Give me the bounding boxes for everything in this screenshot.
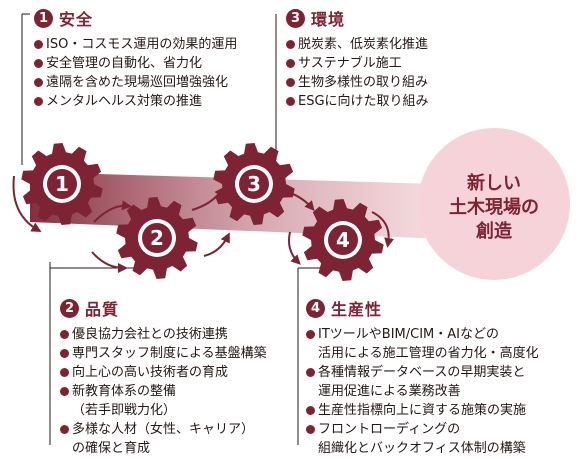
bullet-dot <box>34 78 43 87</box>
goal-line: 新しい <box>467 173 521 194</box>
bullet-dot <box>306 406 315 415</box>
rotation-arrow <box>275 187 315 212</box>
gear-3: 3 <box>213 143 295 225</box>
gear-1: 1 <box>21 143 103 225</box>
rotation-arrow <box>288 231 301 265</box>
section-header: 4 生産性 <box>306 296 539 320</box>
bullet-dot <box>34 97 43 106</box>
bullet-dot <box>306 330 315 339</box>
section-header: 3 環境 <box>286 6 429 30</box>
section-quality: 2 品質 優良協力会社との技術連携 専門スタッフ制度による基盤構築 向上心の高い… <box>60 296 267 458</box>
bullet-dot <box>34 59 43 68</box>
bullet-dot <box>286 59 295 68</box>
section-title: 環境 <box>311 10 346 29</box>
section-item: 脱炭素、低炭素化推進 <box>286 35 429 54</box>
gear-number-circle <box>47 169 77 199</box>
goal-circle <box>418 128 570 280</box>
bullet-dot <box>60 368 69 377</box>
gear-number-circle <box>142 223 172 253</box>
section-item: ISO・コスモス運用の効果的運用 <box>34 35 237 54</box>
section-item: 多様な人材（女性、キャリア）の確保と育成 <box>60 420 267 458</box>
section-environment: 3 環境 脱炭素、低炭素化推進 サステナブル施工 生物多様性の取り組み ESGに… <box>286 6 429 111</box>
section-item-list: 優良協力会社との技術連携 専門スタッフ制度による基盤構築 向上心の高い技術者の育… <box>60 325 267 458</box>
gear-4: 4 <box>302 199 384 281</box>
goal-line: 創造 <box>476 221 512 242</box>
section-item: ESGに向けた取り組み <box>286 92 429 111</box>
section-item: フロントローディングの組織化とバックオフィス体制の構築 <box>306 420 539 458</box>
section-item: 生物多様性の取り組み <box>286 73 429 92</box>
section-number-badge: 4 <box>306 298 325 318</box>
rotation-arrow <box>93 200 132 223</box>
bullet-dot <box>286 40 295 49</box>
bullet-dot <box>34 40 43 49</box>
section-safety: 1 安全 ISO・コスモス運用の効果的運用 安全管理の自動化、省力化 遠隔を含め… <box>34 6 237 111</box>
gear-number-label: 1 <box>55 172 69 196</box>
goal-line: 土木現場の <box>449 197 539 218</box>
bullet-dot <box>306 425 315 434</box>
section-header: 1 安全 <box>34 6 237 30</box>
bullet-dot <box>60 349 69 358</box>
section-item: 各種情報データベースの早期実装と運用促進による業務改善 <box>306 363 539 401</box>
section-number-badge: 1 <box>34 8 53 28</box>
section-item: 向上心の高い技術者の育成 <box>60 363 267 382</box>
section-item-list: ISO・コスモス運用の効果的運用 安全管理の自動化、省力化 遠隔を含めた現場巡回… <box>34 35 237 111</box>
section-item: 安全管理の自動化、省力化 <box>34 54 237 73</box>
section-number-badge: 3 <box>286 8 305 28</box>
section-title: 品質 <box>85 300 120 319</box>
section-item: 新教育体系の整備（若手即戦力化） <box>60 382 267 420</box>
gear-number-label: 3 <box>247 172 261 196</box>
bullet-dot <box>60 387 69 396</box>
section-item: 生産性指標向上に資する施策の実施 <box>306 401 539 420</box>
section-item: 専門スタッフ制度による基盤構築 <box>60 344 267 363</box>
bullet-dot <box>60 425 69 434</box>
gear-number-circle <box>328 225 358 255</box>
rotation-arrow <box>191 186 225 211</box>
rotation-arrow <box>203 232 230 257</box>
section-title: 安全 <box>59 10 94 29</box>
bullet-dot <box>286 78 295 87</box>
section-item: メンタルヘルス対策の推進 <box>34 92 237 111</box>
rotation-arrow <box>91 251 128 273</box>
section-item-list: 脱炭素、低炭素化推進 サステナブル施工 生物多様性の取り組み ESGに向けた取り… <box>286 35 429 111</box>
section-item: 遠隔を含めた現場巡回増強強化 <box>34 73 237 92</box>
section-item: ITツールやBIM/CIM・AIなどの活用による施工管理の省力化・高度化 <box>306 325 539 363</box>
gear-number-label: 4 <box>336 228 350 252</box>
goal-label: 新しい 土木現場の 創造 <box>420 172 568 244</box>
section-item: 優良協力会社との技術連携 <box>60 325 267 344</box>
gears-layer: 1 2 3 4 <box>21 143 384 281</box>
rotation-arrow <box>12 175 42 232</box>
rotation-arrow <box>371 211 394 248</box>
section-title: 生産性 <box>331 300 383 319</box>
bullet-dot <box>60 330 69 339</box>
bullet-dot <box>286 97 295 106</box>
gear-2: 2 <box>116 197 198 279</box>
section-productivity: 4 生産性 ITツールやBIM/CIM・AIなどの活用による施工管理の省力化・高… <box>306 296 539 458</box>
section-item-list: ITツールやBIM/CIM・AIなどの活用による施工管理の省力化・高度化 各種情… <box>306 325 539 458</box>
section-header: 2 品質 <box>60 296 267 320</box>
gear-number-circle <box>239 169 269 199</box>
gear-number-label: 2 <box>150 226 164 250</box>
section-item: サステナブル施工 <box>286 54 429 73</box>
section-number-badge: 2 <box>60 298 79 318</box>
bullet-dot <box>306 368 315 377</box>
